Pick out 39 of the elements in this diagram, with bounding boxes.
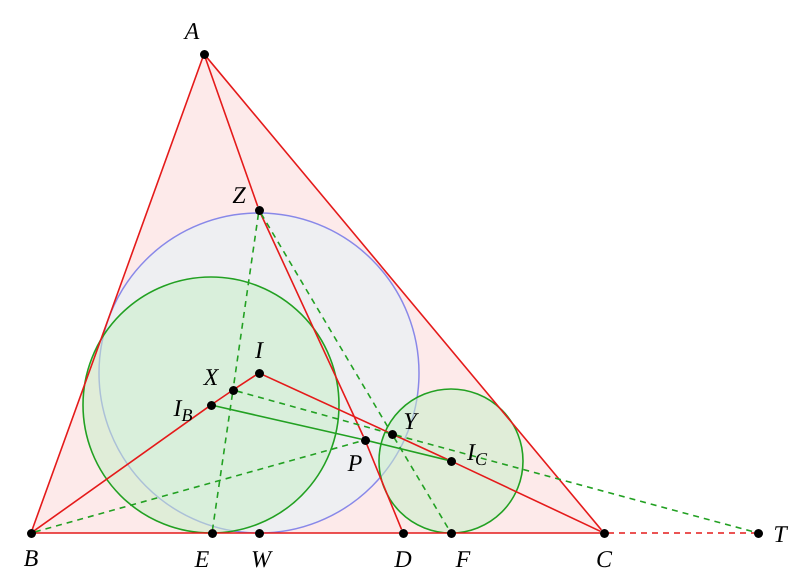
line-segment — [32, 57, 204, 530]
dashed-line — [34, 440, 362, 533]
point-label: X — [204, 366, 218, 390]
dashed-line — [393, 437, 450, 530]
point-label: C — [596, 548, 612, 572]
point-label: W — [251, 548, 271, 572]
point-label: F — [456, 548, 470, 572]
point-label: A — [184, 20, 200, 44]
line-segment — [216, 532, 255, 534]
point-label: P — [348, 452, 362, 476]
line-segment — [395, 434, 448, 460]
line-segment — [455, 532, 600, 534]
point-label: Z — [232, 184, 246, 208]
point-label: T — [773, 523, 787, 547]
line-segment — [366, 443, 402, 530]
line-segment — [407, 532, 447, 534]
line-segment — [260, 213, 364, 437]
point-label: I$_{B}$ — [174, 397, 192, 421]
dashed-line — [212, 394, 234, 530]
line-segment — [34, 406, 208, 532]
line-segment — [206, 56, 602, 530]
point-label: E — [194, 548, 210, 572]
point-label: I — [255, 339, 263, 363]
line-segment — [454, 462, 601, 532]
line-segment — [236, 374, 256, 388]
line-segment — [204, 58, 258, 206]
dashed-line — [232, 214, 260, 386]
line-segment — [214, 405, 362, 440]
line-segment — [262, 374, 389, 434]
point-label: B — [24, 547, 38, 571]
point-label: Y — [403, 410, 417, 434]
line-segment — [263, 532, 399, 534]
line-segment — [368, 440, 448, 461]
line-segment — [214, 392, 230, 404]
point-label: D — [394, 548, 412, 572]
dashed-line — [608, 532, 754, 534]
dashed-line — [236, 390, 388, 434]
dashed-line — [396, 434, 754, 533]
line-segment — [35, 532, 208, 534]
